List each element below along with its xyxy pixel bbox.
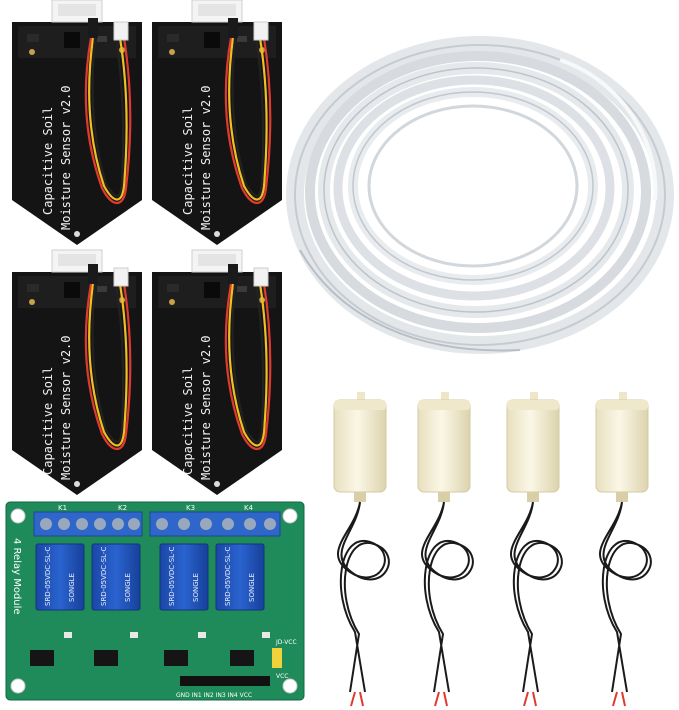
relay-module-board: K1 K2 K3 K4 SRD-05VDC-SL-C SONGLE SRD-05… <box>5 501 305 701</box>
relay-2: SRD-05VDC-SL-C SONGLE <box>91 543 141 611</box>
soil-sensor-2: Capacitive Soil Moisture Sensor v2.0 <box>151 0 283 246</box>
soil-sensor-1: Capacitive Soil Moisture Sensor v2.0 <box>11 0 143 246</box>
sensor-2-text-line1: Capacitive Soil <box>181 107 195 215</box>
optocoupler-4 <box>230 650 254 666</box>
sensor-1-text-line1: Capacitive Soil <box>41 107 55 215</box>
optocoupler-1 <box>30 650 54 666</box>
sensor-2-text-line2: Moisture Sensor v2.0 <box>199 86 213 231</box>
relay-3-brand: SONGLE <box>192 573 200 602</box>
optocoupler-2 <box>94 650 118 666</box>
water-pump-1 <box>333 391 390 707</box>
jumper-cap <box>272 648 282 668</box>
led-3 <box>198 632 206 638</box>
relay-4-brand: SONGLE <box>248 573 256 602</box>
pump-1-wire <box>337 501 390 693</box>
pump-2-wire <box>421 501 474 693</box>
relay-label-k4: K4 <box>244 504 254 512</box>
terminal-block-2 <box>149 511 281 537</box>
sensor-3-text-line2: Moisture Sensor v2.0 <box>59 336 73 481</box>
soil-sensor-3: Capacitive Soil Moisture Sensor v2.0 <box>11 249 143 496</box>
water-pump-4 <box>595 391 652 707</box>
pin-labels: GND IN1 IN2 IN3 IN4 VCC <box>176 692 252 699</box>
relay-1: SRD-05VDC-SL-C SONGLE <box>35 543 85 611</box>
sensor-3-text-line1: Capacitive Soil <box>41 367 55 475</box>
jumper-label: JD-VCC <box>275 639 297 646</box>
sensor-1-text-line2: Moisture Sensor v2.0 <box>59 86 73 231</box>
relay-3-model: SRD-05VDC-SL-C <box>168 547 176 606</box>
relay-4: SRD-05VDC-SL-C SONGLE <box>215 543 265 611</box>
pump-3-wire <box>510 501 563 693</box>
relay-label-k1: K1 <box>58 504 67 512</box>
sensor-4-text-line2: Moisture Sensor v2.0 <box>199 336 213 481</box>
sensor-4-text-line1: Capacitive Soil <box>181 367 195 475</box>
water-pump-3 <box>506 391 563 707</box>
terminal-block-1 <box>33 511 143 537</box>
led-4 <box>262 632 270 638</box>
relay-1-model: SRD-05VDC-SL-C <box>44 547 52 606</box>
water-pump-2 <box>417 391 474 707</box>
pin-header <box>180 676 270 686</box>
vcc-label: VCC <box>276 673 288 680</box>
led-1 <box>64 632 72 638</box>
module-label: 4 Relay Module <box>11 538 22 615</box>
soil-sensor-4: Capacitive Soil Moisture Sensor v2.0 <box>151 249 283 496</box>
relay-2-model: SRD-05VDC-SL-C <box>100 547 108 606</box>
pump-4-wire <box>599 501 652 693</box>
clear-tubing-coil <box>286 36 674 354</box>
led-2 <box>130 632 138 638</box>
relay-label-k2: K2 <box>118 504 127 512</box>
relay-1-brand: SONGLE <box>68 573 76 602</box>
optocoupler-3 <box>164 650 188 666</box>
relay-label-k3: K3 <box>186 504 195 512</box>
relay-4-model: SRD-05VDC-SL-C <box>224 547 232 606</box>
relay-2-brand: SONGLE <box>124 573 132 602</box>
relay-3: SRD-05VDC-SL-C SONGLE <box>159 543 209 611</box>
